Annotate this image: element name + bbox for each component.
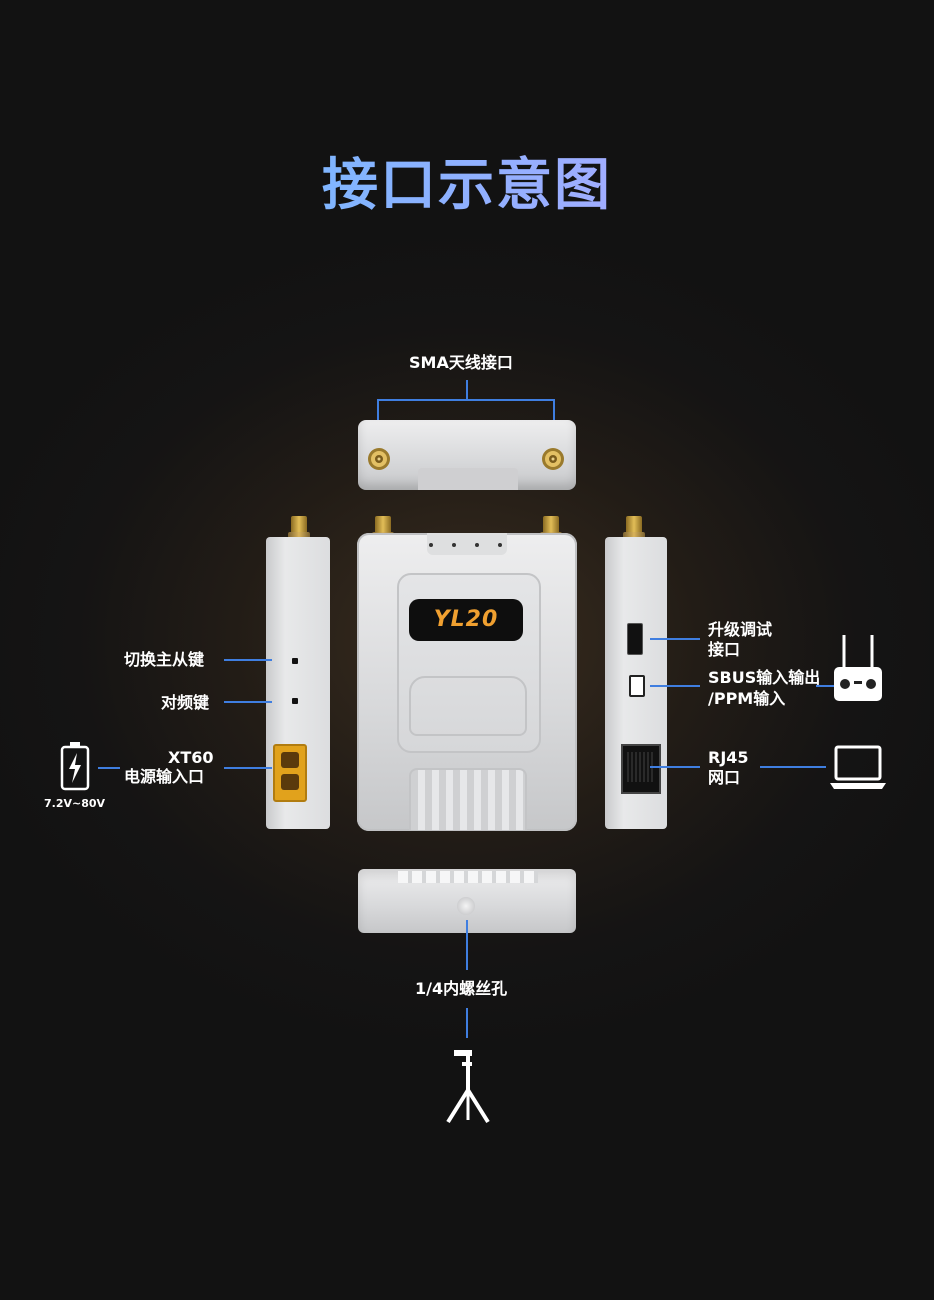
device-right-side xyxy=(605,537,667,829)
model-badge: YL20 xyxy=(409,599,523,641)
switch-master-slave-button xyxy=(292,658,298,664)
callout-line xyxy=(377,399,379,435)
sbus-port xyxy=(629,675,645,697)
callout-line xyxy=(377,399,555,401)
ppm-label: /PPM输入 xyxy=(708,689,786,708)
sma-connector-icon xyxy=(540,516,562,540)
xt60-label: XT60 xyxy=(168,748,214,767)
device-left-side xyxy=(266,537,330,829)
callout-line xyxy=(553,399,555,435)
sma-connector-icon xyxy=(368,448,390,470)
screw-hole xyxy=(457,897,475,915)
pair-button xyxy=(292,698,298,704)
tripod-icon xyxy=(446,1050,490,1124)
sbus-label: SBUS输入输出 xyxy=(708,668,821,687)
callout-line xyxy=(760,766,826,768)
laptop-icon xyxy=(830,745,886,789)
callout-line xyxy=(816,685,834,687)
callout-line xyxy=(650,685,700,687)
switch-master-slave-label: 切换主从键 xyxy=(124,650,205,669)
callout-line xyxy=(650,766,700,768)
sma-antenna-label: SMA天线接口 xyxy=(409,353,513,372)
page-title: 接口示意图 xyxy=(0,140,934,221)
sma-connector-icon xyxy=(542,448,564,470)
callout-line xyxy=(224,659,272,661)
callout-line xyxy=(650,638,700,640)
rj45-port xyxy=(621,744,661,794)
network-port-label: 网口 xyxy=(708,768,741,787)
sma-connector-icon xyxy=(288,516,310,540)
xt60-connector xyxy=(273,744,307,802)
voltage-label: 7.2V~80V xyxy=(44,797,106,810)
screw-hole-label: 1/4内螺丝孔 xyxy=(415,979,508,998)
usb-debug-port xyxy=(627,623,643,655)
callout-line xyxy=(466,920,468,970)
sma-connector-icon xyxy=(623,516,645,540)
upgrade-label-2: 接口 xyxy=(708,640,741,659)
device-front-view: YL20 xyxy=(357,533,577,831)
sma-connector-icon xyxy=(372,516,394,540)
power-input-label: 电源输入口 xyxy=(124,767,205,786)
upgrade-label: 升级调试 xyxy=(708,620,773,639)
device-top-view xyxy=(358,420,576,490)
callout-line xyxy=(466,380,468,400)
callout-line xyxy=(466,1008,468,1038)
remote-controller-icon xyxy=(834,635,882,701)
callout-line xyxy=(224,701,272,703)
pair-key-label: 对频键 xyxy=(161,693,210,712)
callout-line xyxy=(224,767,272,769)
battery-icon xyxy=(60,742,90,791)
rj45-label: RJ45 xyxy=(708,748,749,767)
callout-line xyxy=(98,767,120,769)
